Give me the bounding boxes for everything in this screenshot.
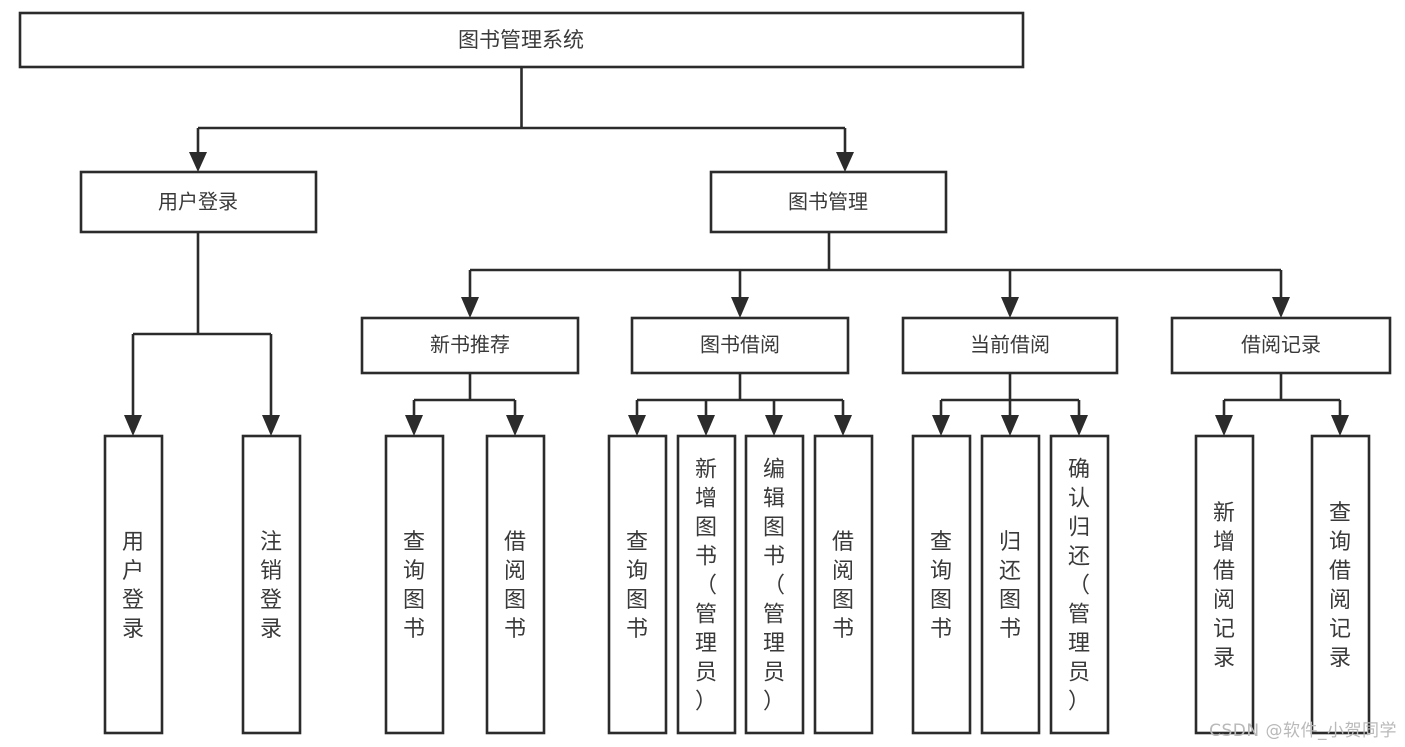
connector-root-to-level2 (189, 67, 854, 172)
node-new-book-recommend[interactable]: 新书推荐 (360, 316, 580, 375)
node-borrow-record-box (1170, 316, 1392, 375)
arrow-head-icon (731, 297, 749, 318)
arrow-head-icon (1001, 415, 1019, 436)
leaf-node[interactable]: 查询图书 (384, 434, 445, 735)
leaf-label: 用户登录 (122, 530, 144, 642)
node-current-borrow-box (901, 316, 1119, 375)
leaf-label: 借阅图书 (832, 530, 854, 642)
leaf-node[interactable]: 查询图书 (607, 434, 668, 735)
connector-book-manage-to-level3 (461, 232, 1290, 318)
arrow-head-icon (1001, 297, 1019, 318)
arrow-head-icon (405, 415, 423, 436)
leaf-box (384, 434, 445, 735)
leaf-box (744, 434, 805, 735)
leaf-label: 注销登录 (260, 530, 282, 642)
arrow-head-icon (124, 415, 142, 436)
leaf-node[interactable]: 借阅图书 (813, 434, 874, 735)
node-root[interactable]: 图书管理系统 (18, 11, 1025, 69)
node-book-borrow[interactable]: 图书借阅 (630, 316, 850, 375)
connector-current-borrow-to-leaves (932, 373, 1088, 436)
leaf-box (241, 434, 302, 735)
leaf-box (485, 434, 546, 735)
node-new-book-recommend-label: 新书推荐 (430, 333, 510, 357)
leaf-node[interactable]: 新增借阅记录 (1194, 434, 1255, 735)
connector-borrow-book-to-leaves (628, 373, 852, 436)
arrow-head-icon (1331, 415, 1349, 436)
leaf-label: 查询借阅记录 (1329, 501, 1351, 671)
arrow-head-icon (461, 297, 479, 318)
leaf-box (1049, 434, 1110, 735)
arrow-head-icon (189, 152, 207, 172)
arrow-head-icon (932, 415, 950, 436)
leaf-node[interactable]: 注销登录 (241, 434, 302, 735)
leaf-box (813, 434, 874, 735)
leaf-box (1194, 434, 1255, 735)
node-book-manage[interactable]: 图书管理 (709, 170, 948, 234)
node-book-borrow-label: 图书借阅 (700, 333, 780, 357)
node-borrow-record[interactable]: 借阅记录 (1170, 316, 1392, 375)
arrow-head-icon (765, 415, 783, 436)
leaf-node[interactable]: 归还图书 (980, 434, 1041, 735)
leaf-label: 确认归还（管理员） (1068, 458, 1090, 715)
leaf-box (676, 434, 737, 735)
leaf-label: 编辑图书（管理员） (763, 458, 785, 715)
connector-user-login-to-leaves (124, 232, 280, 436)
connector-new-book-to-leaves (405, 373, 524, 436)
node-root-label: 图书管理系统 (458, 28, 584, 52)
leaf-node[interactable]: 查询借阅记录 (1310, 434, 1371, 735)
leaf-box (980, 434, 1041, 735)
arrow-head-icon (1215, 415, 1233, 436)
watermark-credit: CSDN @软件_小贺同学 (1209, 721, 1397, 741)
arrow-head-icon (262, 415, 280, 436)
leaf-box (103, 434, 164, 735)
leaf-node[interactable]: 编辑图书（管理员） (744, 434, 805, 735)
arrow-head-icon (834, 415, 852, 436)
leaf-label: 查询图书 (403, 530, 425, 642)
node-book-manage-box (709, 170, 948, 234)
leaf-label: 查询图书 (930, 530, 952, 642)
leaf-label: 归还图书 (999, 530, 1021, 642)
node-user-login[interactable]: 用户登录 (79, 170, 318, 234)
arrow-head-icon (836, 152, 854, 172)
leaf-box (607, 434, 668, 735)
leaf-label: 新增图书（管理员） (695, 458, 717, 715)
leaf-node[interactable]: 借阅图书 (485, 434, 546, 735)
node-current-borrow-label: 当前借阅 (970, 333, 1050, 357)
leaf-node[interactable]: 确认归还（管理员） (1049, 434, 1110, 735)
leaf-box (1310, 434, 1371, 735)
arrow-head-icon (628, 415, 646, 436)
node-user-login-box (79, 170, 318, 234)
arrow-head-icon (697, 415, 715, 436)
connector-borrow-record-to-leaves (1215, 373, 1349, 436)
node-new-book-recommend-box (360, 316, 580, 375)
leaf-node[interactable]: 查询图书 (911, 434, 972, 735)
arrow-head-icon (506, 415, 524, 436)
leaf-label: 查询图书 (626, 530, 648, 642)
node-user-login-label: 用户登录 (158, 190, 238, 214)
leaf-label: 新增借阅记录 (1213, 501, 1235, 671)
node-book-borrow-box (630, 316, 850, 375)
leaf-label: 借阅图书 (504, 530, 526, 642)
leaf-node[interactable]: 用户登录 (103, 434, 164, 735)
node-root-box (18, 11, 1025, 69)
leaf-node[interactable]: 新增图书（管理员） (676, 434, 737, 735)
arrow-head-icon (1070, 415, 1088, 436)
node-current-borrow[interactable]: 当前借阅 (901, 316, 1119, 375)
node-book-manage-label: 图书管理 (788, 190, 868, 214)
arrow-head-icon (1272, 297, 1290, 318)
leaf-box (911, 434, 972, 735)
node-borrow-record-label: 借阅记录 (1241, 333, 1321, 357)
